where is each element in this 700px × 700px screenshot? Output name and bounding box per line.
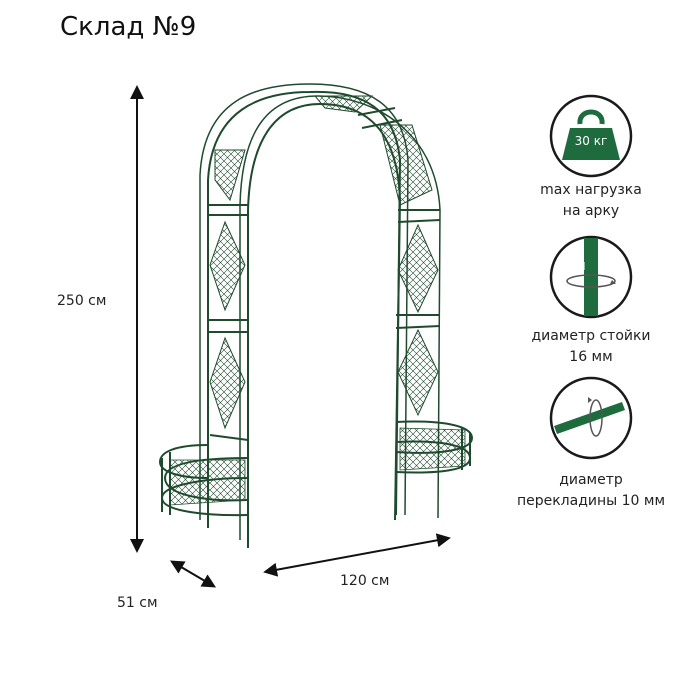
depth-dimension-arrow xyxy=(169,560,217,588)
weight-icon xyxy=(549,94,633,178)
width-label: 120 см xyxy=(340,573,390,589)
width-dimension-arrow xyxy=(263,533,451,577)
feature-crossbar-line2: перекладины 10 мм xyxy=(516,493,666,509)
height-label: 250 см xyxy=(57,293,107,309)
garden-arch xyxy=(158,83,474,548)
feature-weight-line2: на арку xyxy=(562,203,620,219)
feature-weight-line1: max нагрузка xyxy=(540,182,642,198)
feature-post-label: диаметр стойки 16 мм xyxy=(501,326,681,368)
feature-post-line1: диаметр стойки xyxy=(531,328,651,344)
feature-weight-label: max нагрузка на арку xyxy=(501,180,681,222)
post-diameter-icon xyxy=(549,235,633,319)
weight-badge: 30 кг xyxy=(574,134,608,148)
depth-label: 51 см xyxy=(117,595,158,611)
feature-post-line2: 16 мм xyxy=(569,349,613,365)
feature-crossbar-line1: диаметр xyxy=(559,472,623,488)
feature-crossbar-label: диаметр перекладины 10 мм xyxy=(501,470,681,512)
page-title: Склад №9 xyxy=(60,12,197,42)
crossbar-diameter-icon xyxy=(549,376,633,460)
